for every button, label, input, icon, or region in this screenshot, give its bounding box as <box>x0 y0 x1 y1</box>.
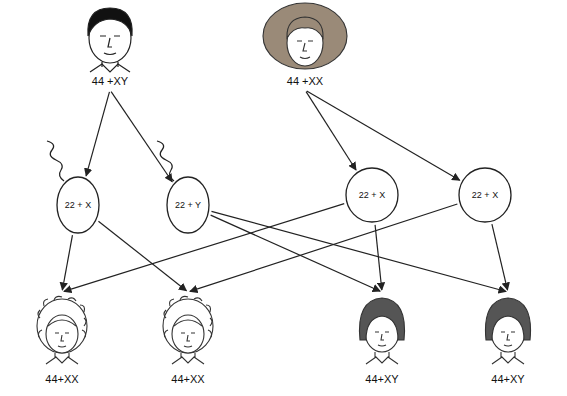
inheritance-arrow <box>307 91 460 180</box>
chromosome-formula: 44+XX <box>45 373 78 386</box>
inheritance-arrow <box>98 221 186 291</box>
sperm-tail <box>47 141 64 181</box>
mother-face <box>263 3 347 69</box>
girl-face <box>37 296 87 364</box>
chromosome-formula: 22 + X <box>65 200 91 210</box>
chromosome-formula: 44+XY <box>365 373 398 386</box>
inheritance-arrow <box>86 92 109 176</box>
sperm-tail <box>157 141 174 181</box>
father-face <box>88 8 132 72</box>
parent-figure: 44 +XX <box>253 4 357 90</box>
inheritance-arrow <box>375 225 382 290</box>
sperm-cell: 22 + X <box>56 176 100 234</box>
boy-face <box>485 298 530 364</box>
boy-face <box>359 298 404 364</box>
chromosome-formula: 44+XY <box>491 373 524 386</box>
inheritance-arrow <box>211 211 506 291</box>
parent-figure: 44 +XY <box>58 4 162 90</box>
child-figure: 44+XY <box>337 292 427 388</box>
inheritance-arrow <box>111 92 172 182</box>
inheritance-arrow <box>211 215 381 291</box>
girl-face <box>163 296 213 364</box>
child-figure: 44+XX <box>17 292 107 388</box>
inheritance-arrow <box>492 224 508 290</box>
chromosome-formula: 22 + X <box>359 190 385 200</box>
inheritance-arrow <box>190 204 457 291</box>
inheritance-arrow <box>62 235 72 290</box>
chromosome-formula: 22 + Y <box>175 200 201 210</box>
inheritance-arrow <box>306 92 356 170</box>
chromosome-formula: 44 +XY <box>92 75 128 88</box>
child-figure: 44+XX <box>143 292 233 388</box>
sperm-cell: 22 + Y <box>166 176 210 234</box>
chromosome-formula: 44 +XX <box>287 75 323 88</box>
child-figure: 44+XY <box>463 292 553 388</box>
chromosome-formula: 44+XX <box>171 373 204 386</box>
egg-cell: 22 + X <box>345 167 399 223</box>
egg-cell: 22 + X <box>458 167 512 223</box>
chromosome-formula: 22 + X <box>472 190 498 200</box>
